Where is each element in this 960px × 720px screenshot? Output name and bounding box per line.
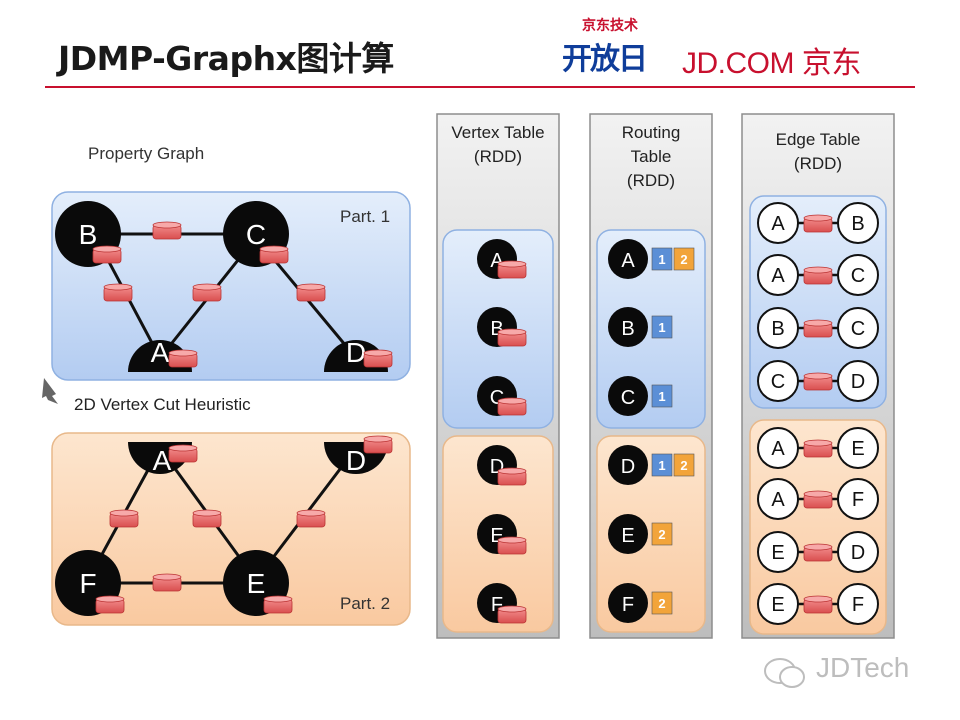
logo-tagline: 京东技术 bbox=[582, 18, 638, 34]
edge-vertex-label: E bbox=[851, 438, 864, 460]
edge-vertex-label: D bbox=[851, 542, 865, 564]
edge-vertex-label: B bbox=[851, 213, 864, 235]
partition-badge-1: 1 bbox=[651, 247, 673, 271]
svg-text:2: 2 bbox=[680, 252, 687, 267]
vertex-row-e: E bbox=[477, 514, 527, 555]
title-divider bbox=[45, 86, 915, 88]
edge-vertex-label: C bbox=[851, 318, 865, 340]
partition-badge-2: 2 bbox=[673, 247, 695, 271]
svg-text:D: D bbox=[346, 445, 366, 476]
partition-badge-1: 1 bbox=[651, 453, 673, 477]
routing-vertex-label: F bbox=[622, 594, 634, 616]
partition-badge-2: 2 bbox=[651, 591, 673, 615]
vertex-row-f: F bbox=[477, 583, 527, 624]
routing-vertex-label: A bbox=[621, 250, 635, 272]
heuristic-arrow-icon bbox=[42, 378, 58, 404]
partition-badge-1: 1 bbox=[651, 384, 673, 408]
svg-text:1: 1 bbox=[658, 252, 665, 267]
edge-table-subtitle: (RDD) bbox=[794, 154, 842, 173]
routing-vertex-label: E bbox=[621, 525, 634, 547]
svg-text:E: E bbox=[247, 568, 266, 599]
edge-vertex-label: C bbox=[771, 371, 785, 393]
edge-vertex-label: A bbox=[771, 438, 785, 460]
page-title: JDMP-Graphx图计算 bbox=[58, 39, 394, 78]
wechat-icon bbox=[764, 658, 805, 688]
routing-table-title-2: Table bbox=[631, 147, 672, 166]
vertex-table: Vertex Table (RDD) A B C D E F bbox=[436, 113, 560, 639]
property-graph-label: Property Graph bbox=[88, 144, 204, 163]
edge-vertex-label: C bbox=[851, 265, 865, 287]
routing-vertex-label: D bbox=[621, 456, 635, 478]
edge-vertex-label: D bbox=[851, 371, 865, 393]
edge-vertex-label: F bbox=[852, 489, 864, 511]
svg-text:A: A bbox=[153, 445, 172, 476]
partition-badge-2: 2 bbox=[673, 453, 695, 477]
edge-vertex-label: A bbox=[771, 213, 785, 235]
edge-vertex-label: A bbox=[771, 265, 785, 287]
edge-vertex-label: E bbox=[771, 542, 784, 564]
svg-text:1: 1 bbox=[658, 458, 665, 473]
partition-badge-1: 1 bbox=[651, 315, 673, 339]
partition-badge-2: 2 bbox=[651, 522, 673, 546]
routing-table-title: Routing bbox=[622, 123, 681, 142]
logo-jd-brand: JD.COM 京东 bbox=[682, 47, 861, 80]
vertex-row-b: B bbox=[477, 307, 527, 347]
edge-vertex-label: E bbox=[771, 594, 784, 616]
logo-open-day: 开放日 bbox=[562, 42, 648, 77]
vertex-row-c: C bbox=[477, 376, 527, 416]
edge-table-title: Edge Table bbox=[776, 130, 861, 149]
svg-text:F: F bbox=[79, 568, 96, 599]
watermark: JDTech bbox=[816, 652, 910, 683]
partition-1-panel: Part. 1 B C A D bbox=[51, 191, 411, 381]
vertex-row-d: D bbox=[477, 445, 527, 486]
svg-text:1: 1 bbox=[658, 389, 665, 404]
svg-text:2: 2 bbox=[658, 527, 665, 542]
vertex-table-title: Vertex Table bbox=[451, 123, 544, 142]
svg-text:1: 1 bbox=[658, 320, 665, 335]
svg-text:2: 2 bbox=[658, 596, 665, 611]
heuristic-label: 2D Vertex Cut Heuristic bbox=[74, 395, 251, 414]
vertex-table-subtitle: (RDD) bbox=[474, 147, 522, 166]
svg-text:A: A bbox=[151, 337, 170, 368]
routing-vertex-label: B bbox=[621, 318, 634, 340]
svg-text:B: B bbox=[79, 219, 98, 250]
svg-text:C: C bbox=[246, 219, 266, 250]
vertex-row-a: A bbox=[477, 239, 527, 279]
svg-text:D: D bbox=[346, 337, 366, 368]
edge-vertex-label: F bbox=[852, 594, 864, 616]
edge-vertex-label: B bbox=[771, 318, 784, 340]
partition-2-panel: Part. 2 A D F E bbox=[51, 432, 411, 626]
routing-vertex-label: C bbox=[621, 387, 635, 409]
routing-table-subtitle: (RDD) bbox=[627, 171, 675, 190]
part1-label: Part. 1 bbox=[340, 207, 390, 226]
edge-vertex-label: A bbox=[771, 489, 785, 511]
svg-text:2: 2 bbox=[680, 458, 687, 473]
part2-label: Part. 2 bbox=[340, 594, 390, 613]
